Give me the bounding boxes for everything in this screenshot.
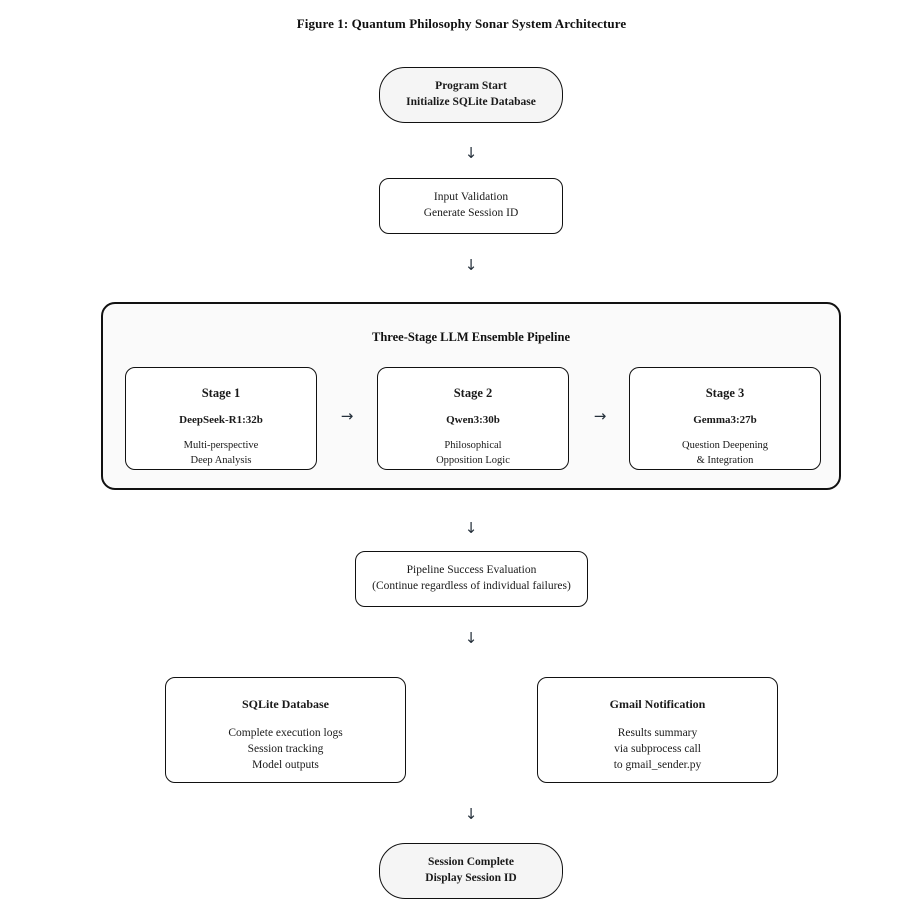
stage-1-name: Stage 1 bbox=[201, 386, 241, 400]
node-session-complete-line-1: Session Complete bbox=[428, 856, 514, 869]
node-session-complete-line-2: Display Session ID bbox=[425, 872, 517, 884]
stage-3-name: Stage 3 bbox=[705, 386, 745, 400]
stage-2-model: Qwen3:30b bbox=[446, 414, 500, 426]
stage-2-desc-line-1: Philosophical bbox=[444, 440, 502, 451]
node-input-validation-line-1: Input Validation bbox=[433, 191, 509, 204]
node-program-start: Program Start Initialize SQLite Database bbox=[379, 67, 563, 123]
node-pipeline-success-evaluation: Pipeline Success Evaluation (Continue re… bbox=[355, 551, 588, 607]
node-sqlite-database-line-1: Complete execution logs bbox=[228, 726, 343, 739]
stage-2-name: Stage 2 bbox=[453, 386, 493, 400]
arrow-right-stage1-to-stage2: → bbox=[340, 407, 354, 425]
pipeline-group: Three-Stage LLM Ensemble Pipeline Stage … bbox=[101, 302, 841, 490]
node-sqlite-database-line-3: Model outputs bbox=[252, 759, 319, 772]
stage-1-desc-line-1: Multi-perspective bbox=[183, 440, 259, 451]
node-gmail-notification-line-1: Results summary bbox=[617, 726, 698, 739]
node-evaluation-line-2: (Continue regardless of individual failu… bbox=[372, 580, 571, 592]
arrow-down-outputs-to-end: ↓ bbox=[464, 805, 478, 823]
stage-1-model: DeepSeek-R1:32b bbox=[179, 414, 263, 426]
node-input-validation: Input Validation Generate Session ID bbox=[379, 178, 563, 234]
arrow-down-validation-to-pipeline: ↓ bbox=[464, 256, 478, 274]
stage-2-desc-line-2: Opposition Logic bbox=[436, 454, 510, 466]
node-sqlite-database-line-2: Session tracking bbox=[247, 742, 324, 755]
node-sqlite-database-title: SQLite Database bbox=[242, 697, 329, 711]
pipeline-title: Three-Stage LLM Ensemble Pipeline bbox=[371, 330, 571, 344]
node-gmail-notification-line-2: via subprocess call bbox=[614, 742, 701, 755]
node-gmail-notification-line-3: to gmail_sender.py bbox=[613, 759, 702, 772]
node-evaluation-line-1: Pipeline Success Evaluation bbox=[406, 564, 537, 577]
arrow-down-evaluation-to-outputs: ↓ bbox=[464, 629, 478, 647]
node-input-validation-line-2: Generate Session ID bbox=[423, 207, 519, 219]
stage-3-desc-line-2: & Integration bbox=[696, 454, 754, 466]
node-program-start-line-1: Program Start bbox=[435, 80, 507, 93]
stage-3-desc-line-1: Question Deepening bbox=[681, 440, 769, 451]
node-session-complete: Session Complete Display Session ID bbox=[379, 843, 563, 899]
figure-title: Figure 1: Quantum Philosophy Sonar Syste… bbox=[296, 16, 627, 31]
node-sqlite-database: SQLite Database Complete execution logs … bbox=[165, 677, 406, 783]
arrow-down-pipeline-to-evaluation: ↓ bbox=[464, 519, 478, 537]
stage-box-3: Stage 3 Gemma3:27b Question Deepening & … bbox=[629, 367, 821, 470]
arrow-right-stage2-to-stage3: → bbox=[593, 407, 607, 425]
node-gmail-notification-title: Gmail Notification bbox=[609, 697, 706, 711]
stage-1-desc-line-2: Deep Analysis bbox=[190, 454, 252, 466]
arrow-down-start-to-validation: ↓ bbox=[464, 144, 478, 162]
node-gmail-notification: Gmail Notification Results summary via s… bbox=[537, 677, 778, 783]
stage-box-2: Stage 2 Qwen3:30b Philosophical Oppositi… bbox=[377, 367, 569, 470]
node-program-start-line-2: Initialize SQLite Database bbox=[406, 96, 536, 108]
stage-box-1: Stage 1 DeepSeek-R1:32b Multi-perspectiv… bbox=[125, 367, 317, 470]
stage-3-model: Gemma3:27b bbox=[693, 414, 757, 426]
